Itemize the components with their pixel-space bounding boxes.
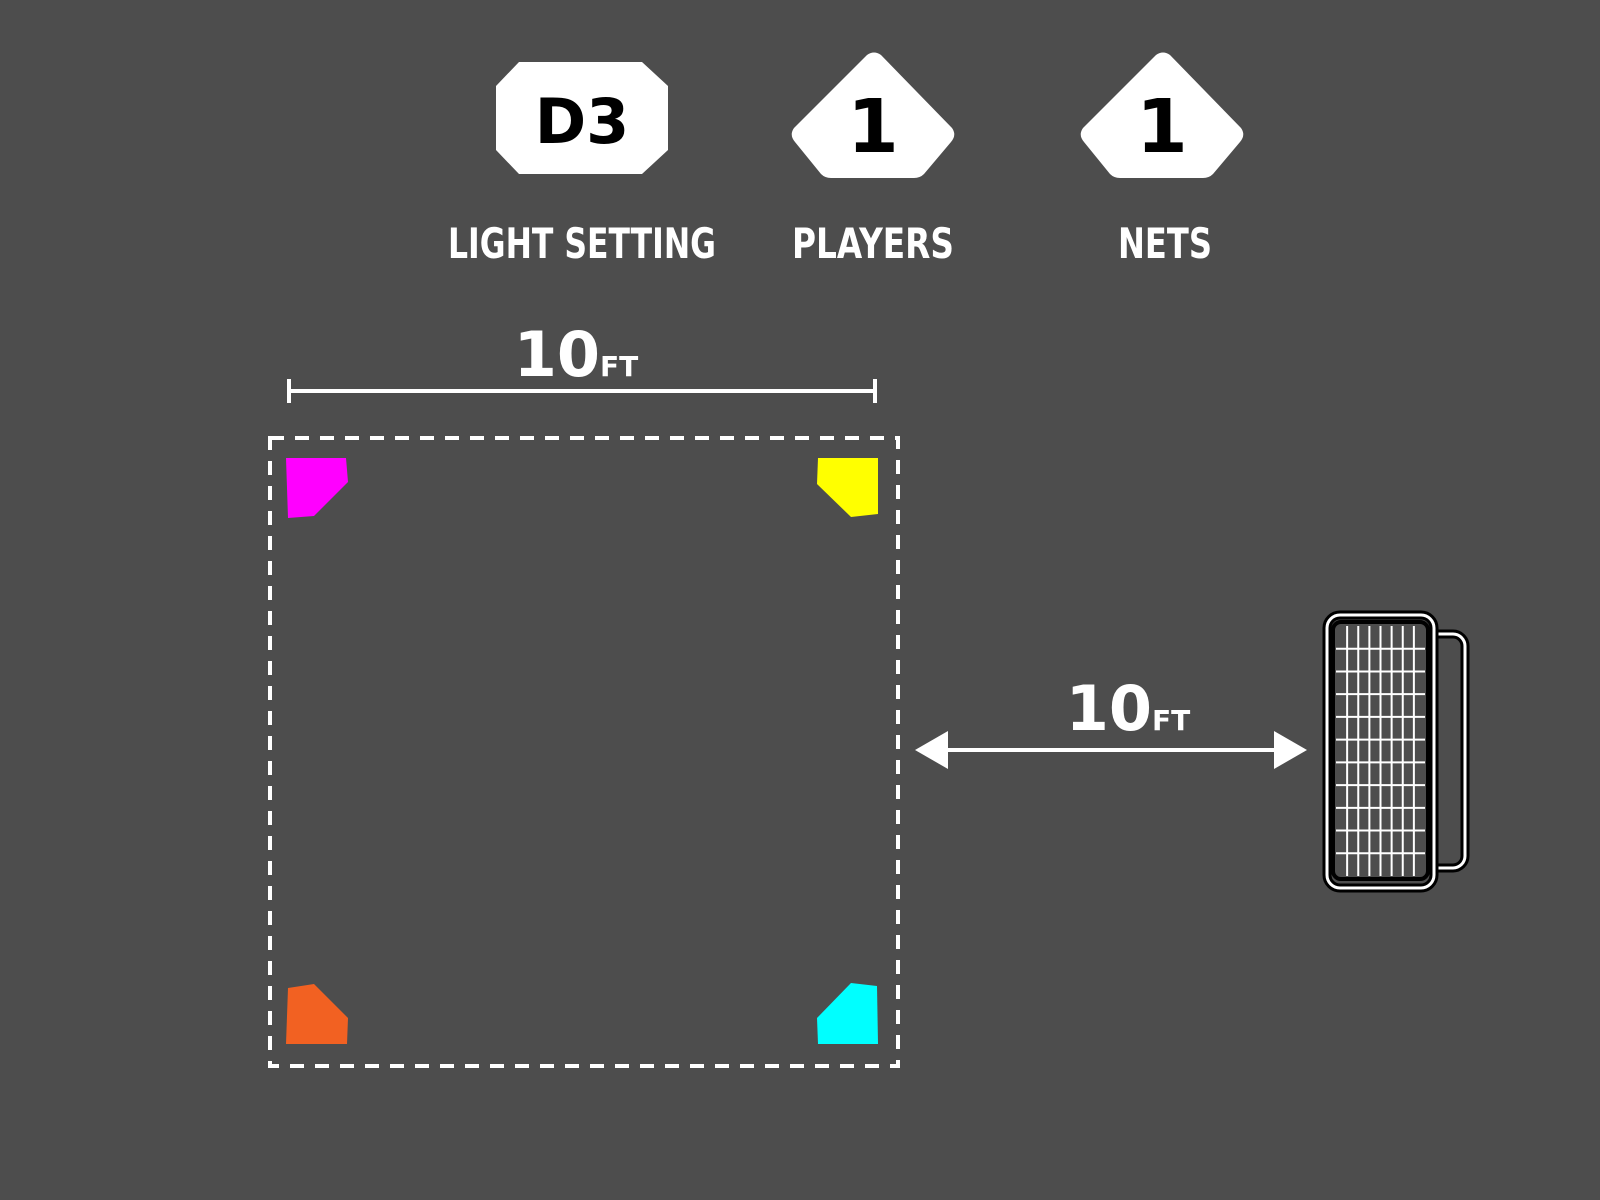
stat-players: 1 PLAYERS bbox=[791, 52, 955, 268]
pad-bottom-left bbox=[286, 984, 348, 1044]
pentagon-badge-icon bbox=[791, 52, 955, 178]
light-setting-label: LIGHT SETTING bbox=[448, 219, 716, 268]
drill-area-boundary bbox=[268, 436, 900, 1068]
distance-value: 10 bbox=[1066, 672, 1152, 745]
pad-top-left bbox=[286, 458, 348, 518]
width-unit: FT bbox=[600, 350, 638, 383]
soccer-net-icon bbox=[1322, 610, 1470, 893]
distance-unit: FT bbox=[1152, 704, 1190, 737]
pad-top-right bbox=[817, 458, 878, 517]
nets-value: 1 bbox=[1136, 84, 1188, 170]
double-arrow-icon bbox=[915, 731, 1307, 769]
stat-nets: 1 NETS bbox=[1080, 52, 1244, 268]
light-setting-value: D3 bbox=[535, 85, 630, 158]
width-dimension: 10FT bbox=[287, 318, 877, 403]
distance-dimension: 10FT bbox=[915, 672, 1307, 769]
width-dimension-label: 10FT bbox=[514, 318, 639, 391]
octagon-badge-icon bbox=[496, 62, 668, 174]
players-value: 1 bbox=[847, 84, 899, 170]
pentagon-badge-icon bbox=[1080, 52, 1244, 178]
distance-dimension-label: 10FT bbox=[1066, 672, 1191, 745]
players-label: PLAYERS bbox=[792, 219, 954, 268]
width-value: 10 bbox=[514, 318, 600, 391]
stat-light-setting: D3 LIGHT SETTING bbox=[448, 62, 716, 268]
pad-bottom-right bbox=[817, 983, 878, 1044]
nets-label: NETS bbox=[1118, 219, 1212, 268]
